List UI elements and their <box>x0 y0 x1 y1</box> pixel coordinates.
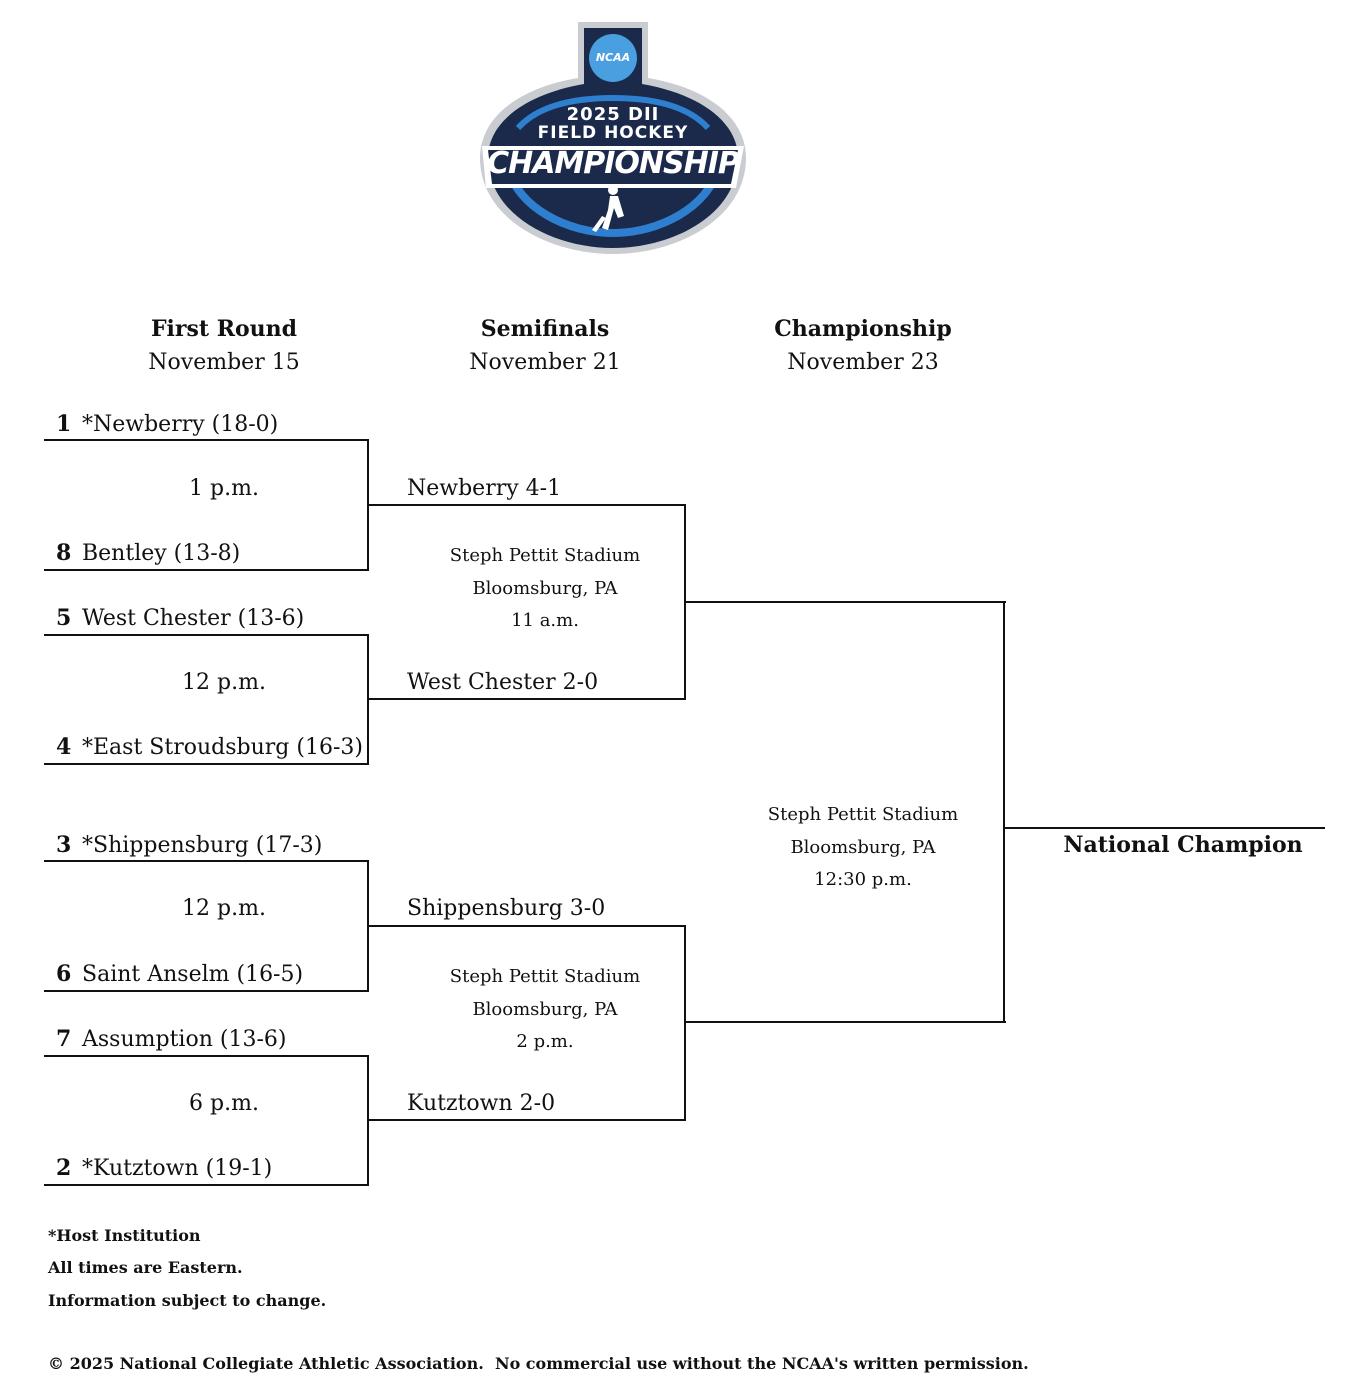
team-name: Assumption (13-6) <box>82 1027 287 1052</box>
semifinal-venue: Steph Pettit Stadium Bloomsburg, PA 11 a… <box>415 540 675 638</box>
seed: 8 <box>56 540 72 566</box>
championship-logo: NCAA 2025 DII FIELD HOCKEY CHAMPIONSHIP <box>478 18 748 258</box>
bracket-line <box>44 860 369 862</box>
venue-city: Bloomsburg, PA <box>472 577 618 599</box>
venue-time: 11 a.m. <box>511 610 579 631</box>
semifinal-slot: Newberry 4-1 <box>407 476 562 501</box>
bracket-line <box>1003 601 1005 1023</box>
venue-name: Steph Pettit Stadium <box>767 804 959 825</box>
logo-ncaa-text: NCAA <box>595 51 631 64</box>
seed: 2 <box>56 1155 72 1181</box>
logo-sport-text: FIELD HOCKEY <box>537 123 689 143</box>
round-date: November 15 <box>148 350 300 375</box>
team-slot: 5 West Chester (13-6) <box>56 605 304 631</box>
seed: 7 <box>56 1026 72 1052</box>
venue-city: Bloomsburg, PA <box>790 836 936 858</box>
copyright-notice: © 2025 National Collegiate Athletic Asso… <box>48 1354 1029 1373</box>
team-name: West Chester (13-6) <box>82 606 305 631</box>
venue-name: Steph Pettit Stadium <box>449 545 641 566</box>
bracket-line <box>44 990 369 992</box>
round-date: November 21 <box>469 350 621 375</box>
team-name: *Shippensburg (17-3) <box>82 833 323 858</box>
bracket-line <box>1003 827 1325 829</box>
team-slot: 3 *Shippensburg (17-3) <box>56 832 322 858</box>
team-slot: 7 Assumption (13-6) <box>56 1026 286 1052</box>
team-slot: 2 *Kutztown (19-1) <box>56 1155 272 1181</box>
round-title: Championship <box>774 316 952 342</box>
final-venue: Steph Pettit Stadium Bloomsburg, PA 12:3… <box>733 799 993 897</box>
game-time: 12 p.m. <box>182 896 266 921</box>
bracket-line <box>367 1119 686 1121</box>
team-slot: 8 Bentley (13-8) <box>56 540 240 566</box>
bracket-line <box>44 1184 369 1186</box>
bracket-line <box>684 1021 1006 1023</box>
seed: 3 <box>56 832 72 858</box>
semifinal-slot: Shippensburg 3-0 <box>407 896 606 921</box>
venue-time: 12:30 p.m. <box>814 869 912 890</box>
game-time: 12 p.m. <box>182 670 266 695</box>
team-name: Saint Anselm (16-5) <box>82 962 304 987</box>
logo-year-text: 2025 DII <box>566 104 660 125</box>
national-champion-label: National Champion <box>1063 832 1303 858</box>
seed: 6 <box>56 961 72 987</box>
bracket-line <box>44 439 369 441</box>
bracket-line <box>44 763 369 765</box>
team-name: *Newberry (18-0) <box>82 412 279 437</box>
bracket-line <box>44 569 369 571</box>
footnote: Information subject to change. <box>48 1291 327 1310</box>
team-slot: 1 *Newberry (18-0) <box>56 411 278 437</box>
logo-shield-icon <box>480 22 746 254</box>
team-name: *East Stroudsburg (16-3) <box>82 735 363 760</box>
bracket-line <box>367 925 686 927</box>
venue-name: Steph Pettit Stadium <box>449 966 641 987</box>
team-name: *Kutztown (19-1) <box>82 1156 273 1181</box>
bracket-line <box>367 698 686 700</box>
seed: 4 <box>56 734 72 760</box>
bracket-line <box>44 1055 369 1057</box>
bracket-line <box>44 634 369 636</box>
semifinal-venue: Steph Pettit Stadium Bloomsburg, PA 2 p.… <box>415 961 675 1059</box>
footnote: All times are Eastern. <box>48 1258 243 1277</box>
round-header-championship: Championship November 23 <box>733 316 993 375</box>
venue-time: 2 p.m. <box>516 1031 574 1052</box>
team-slot: 6 Saint Anselm (16-5) <box>56 961 303 987</box>
bracket-line <box>367 504 686 506</box>
seed: 5 <box>56 605 72 631</box>
semifinal-slot: West Chester 2-0 <box>407 670 599 695</box>
round-title: First Round <box>150 316 298 342</box>
venue-city: Bloomsburg, PA <box>472 998 618 1020</box>
seed: 1 <box>56 411 72 437</box>
semifinal-slot: Kutztown 2-0 <box>407 1091 556 1116</box>
bracket-line <box>684 601 1006 603</box>
round-header-semifinals: Semifinals November 21 <box>415 316 675 375</box>
footnote: *Host Institution <box>48 1226 201 1245</box>
round-date: November 23 <box>787 350 939 375</box>
round-title: Semifinals <box>480 316 610 342</box>
logo-championship-text: CHAMPIONSHIP <box>487 146 740 181</box>
game-time: 6 p.m. <box>189 1091 259 1116</box>
team-slot: 4 *East Stroudsburg (16-3) <box>56 734 363 760</box>
round-header-first: First Round November 15 <box>94 316 354 375</box>
bracket-line <box>684 925 686 1121</box>
team-name: Bentley (13-8) <box>82 541 241 566</box>
game-time: 1 p.m. <box>189 476 259 501</box>
